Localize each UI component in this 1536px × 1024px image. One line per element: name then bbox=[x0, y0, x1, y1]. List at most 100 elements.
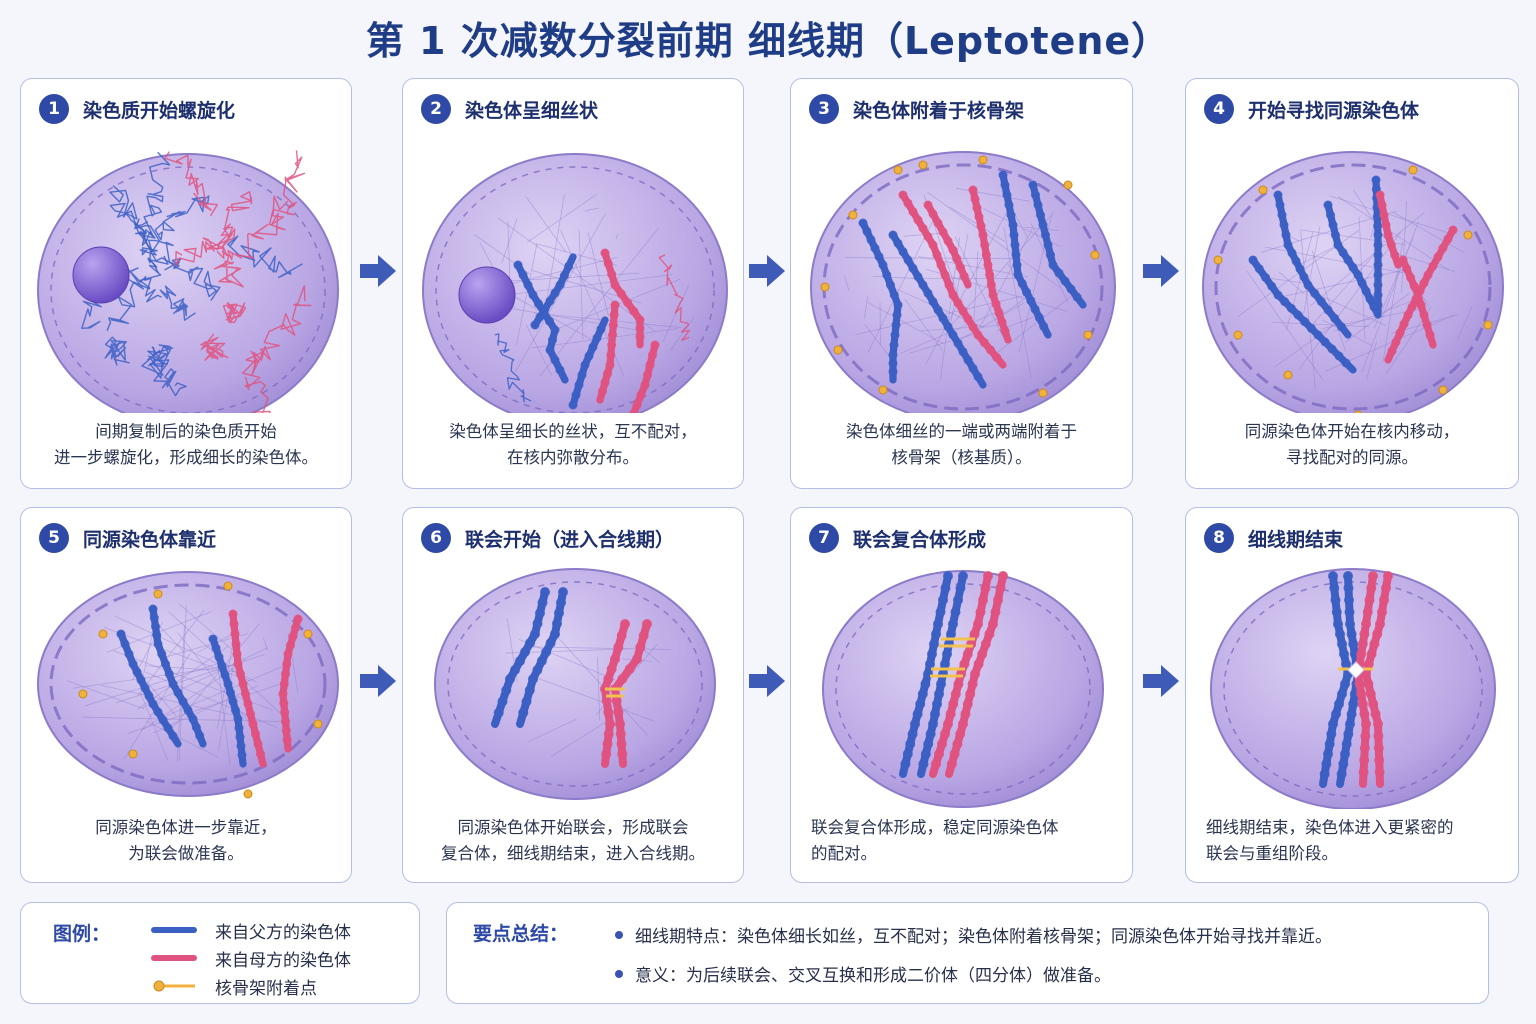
summary-item: 细线期特点：染色体细长如丝，互不配对；染色体附着核骨架；同源染色体开始寻找并靠近… bbox=[615, 922, 1332, 947]
chromomere bbox=[648, 350, 657, 360]
chromomere bbox=[153, 707, 163, 717]
chromomere bbox=[1329, 583, 1340, 593]
chromomere bbox=[541, 647, 552, 657]
chromomere bbox=[974, 212, 984, 222]
cell-illustration bbox=[822, 570, 1104, 808]
chromomere bbox=[548, 335, 557, 345]
chromomere bbox=[1337, 689, 1347, 699]
nuclear-matrix-fiber bbox=[67, 680, 145, 710]
nucleus bbox=[1202, 151, 1504, 413]
chromomere bbox=[870, 243, 880, 253]
chromomere bbox=[623, 298, 632, 307]
chromomere bbox=[1006, 210, 1016, 220]
attachment-point bbox=[1083, 330, 1093, 340]
nuclear-matrix-fiber bbox=[979, 229, 1033, 328]
chromomere bbox=[1425, 330, 1435, 340]
nuclear-matrix-fiber bbox=[85, 663, 219, 707]
chromomere bbox=[938, 595, 948, 605]
chromomere bbox=[958, 306, 968, 316]
chromomere bbox=[638, 630, 649, 641]
chromomere bbox=[288, 632, 298, 641]
chromomere bbox=[933, 619, 943, 629]
chromomere bbox=[144, 691, 154, 701]
chromomere bbox=[948, 619, 958, 629]
chromomere bbox=[1353, 270, 1363, 280]
chromomere bbox=[1326, 729, 1337, 739]
chromomere bbox=[1346, 709, 1357, 719]
chromomere bbox=[920, 679, 931, 689]
chromomere bbox=[1287, 248, 1297, 258]
chromomere bbox=[1372, 629, 1383, 639]
chromomere bbox=[601, 695, 612, 706]
arrow-right-icon bbox=[1143, 665, 1179, 697]
chromomere bbox=[1323, 305, 1333, 315]
chromomere bbox=[948, 245, 958, 255]
chromomere bbox=[1283, 240, 1293, 250]
nuclear-matrix-fiber bbox=[137, 609, 205, 697]
chromomere bbox=[968, 322, 978, 332]
nuclear-matrix-fiber bbox=[127, 696, 236, 734]
nucleus bbox=[434, 568, 716, 800]
chromomere bbox=[1368, 699, 1379, 709]
chromomere bbox=[912, 709, 923, 719]
chromomere bbox=[1267, 281, 1277, 291]
chromomere bbox=[233, 659, 243, 669]
chromomere bbox=[1072, 292, 1082, 302]
nuclear-matrix-fiber bbox=[587, 232, 609, 317]
nuclear-matrix-fiber bbox=[951, 215, 1052, 326]
chromomere bbox=[890, 330, 900, 340]
chromomere bbox=[1030, 304, 1040, 314]
chromomere bbox=[956, 263, 965, 272]
chromomere bbox=[1399, 319, 1409, 329]
chromomere bbox=[1373, 731, 1384, 741]
chromomere bbox=[1338, 248, 1348, 257]
chromomere bbox=[571, 390, 581, 400]
chromomere bbox=[888, 350, 898, 360]
chromomere bbox=[603, 729, 614, 739]
chromomere bbox=[1359, 629, 1370, 639]
chromomere bbox=[981, 250, 991, 260]
chromomere bbox=[1368, 571, 1378, 581]
chromomere bbox=[116, 629, 126, 639]
page-title: 第 1 次减数分裂前期 细线期（Leptotene） bbox=[365, 19, 1171, 63]
chromomere bbox=[1416, 300, 1426, 310]
nuclear-matrix-fiber bbox=[1003, 227, 1032, 378]
nuclear-matrix-fiber bbox=[72, 664, 239, 689]
chromomere bbox=[1390, 250, 1400, 260]
chromomere bbox=[510, 665, 520, 675]
chromomere bbox=[934, 749, 944, 759]
chromomere bbox=[984, 629, 995, 639]
chromomere bbox=[1330, 313, 1340, 323]
chromomere bbox=[1379, 595, 1389, 605]
chromomere bbox=[1448, 225, 1458, 235]
chromomere bbox=[525, 638, 535, 648]
chromomere bbox=[615, 719, 625, 729]
step-number-badge: 6 bbox=[421, 523, 451, 553]
chromomere bbox=[936, 260, 946, 270]
nuclear-matrix-fiber bbox=[498, 256, 618, 288]
cell-illustration bbox=[37, 571, 339, 799]
nuclear-matrix-fiber bbox=[867, 220, 934, 353]
chromomere bbox=[1038, 220, 1048, 230]
chromomere bbox=[518, 270, 528, 280]
chromomere bbox=[228, 609, 238, 619]
chromomere bbox=[1334, 699, 1344, 709]
chromomere bbox=[923, 200, 933, 210]
chromomere bbox=[985, 270, 995, 280]
arrow-right-icon bbox=[360, 255, 396, 287]
nuclear-matrix-fiber bbox=[1337, 196, 1450, 271]
attachment-point bbox=[1353, 410, 1363, 413]
chromomere bbox=[1356, 689, 1367, 699]
chromomere bbox=[968, 363, 978, 373]
chromomere bbox=[1359, 709, 1370, 719]
chromomere bbox=[874, 252, 884, 262]
attachment-point bbox=[243, 789, 253, 799]
chromomere bbox=[1336, 769, 1347, 779]
nuclear-matrix-fiber bbox=[1271, 321, 1370, 328]
nuclear-matrix-fiber bbox=[536, 677, 654, 722]
chromomere bbox=[1357, 699, 1368, 709]
chromomere bbox=[1009, 230, 1019, 240]
attachment-point bbox=[78, 689, 88, 699]
chromomere bbox=[1366, 649, 1377, 659]
chromomere bbox=[1331, 709, 1341, 719]
